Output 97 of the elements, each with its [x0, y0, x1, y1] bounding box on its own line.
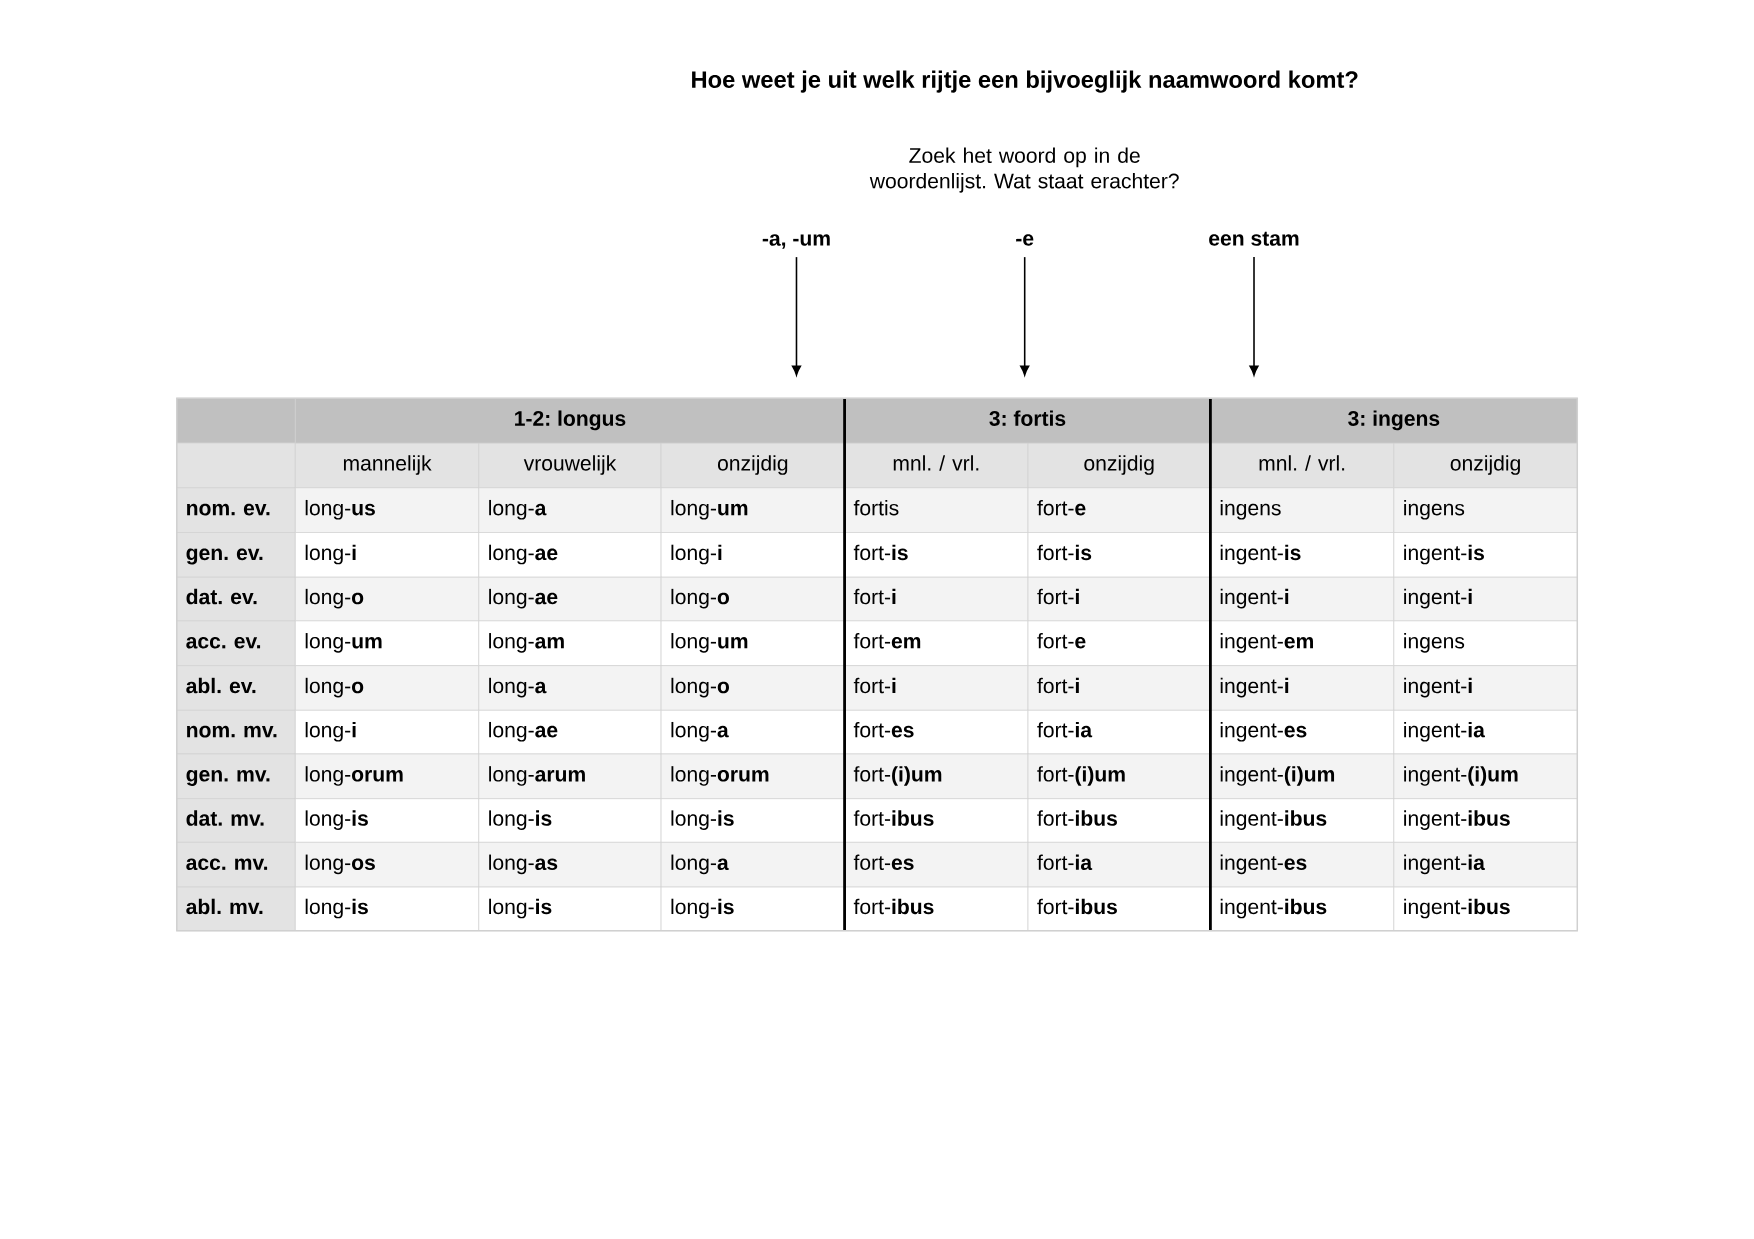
column-header: mnl. / vrl. [844, 442, 1029, 488]
table-cell: long-am [478, 620, 662, 666]
table-cell: long-is [660, 798, 845, 843]
table-cell: ingent-(i)um [1210, 753, 1395, 799]
table-cell: ingens [1393, 487, 1578, 533]
table-cell: ingent-es [1210, 709, 1395, 755]
table-cell: fort-is [1027, 531, 1211, 578]
table-cell: fort-es [844, 709, 1029, 755]
row-header: acc. ev. [176, 620, 296, 666]
row-header: nom. mv. [176, 709, 296, 755]
table-cell: long-is [478, 886, 662, 931]
table-cell: fort-ia [1027, 841, 1211, 888]
table-cell: long-a [478, 487, 662, 533]
table-cell: fort-i [844, 576, 1029, 621]
row-header: abl. mv. [176, 886, 296, 931]
arrow [791, 256, 802, 376]
table-cell: ingent-is [1393, 531, 1578, 578]
row-header: abl. ev. [176, 665, 296, 711]
table-cell: long-is [295, 886, 480, 931]
table-cell: long-is [660, 886, 845, 931]
table-cell: ingent-i [1210, 576, 1395, 621]
table-cell: fort-es [844, 841, 1029, 888]
table-cell: ingent-ibus [1393, 798, 1578, 843]
table-cell: long-um [660, 620, 845, 666]
table-cell: ingent-i [1393, 665, 1578, 711]
table-cell: long-arum [478, 753, 662, 799]
arrow [1020, 256, 1030, 376]
column-header: mnl. / vrl. [1210, 442, 1395, 488]
table-cell: fort-e [1027, 620, 1211, 666]
table-cell: long-is [295, 798, 480, 843]
table-cell: long-o [660, 665, 845, 711]
table-cell: fort-i [1027, 665, 1211, 711]
table-cell: ingent-ia [1393, 709, 1578, 755]
table-cell: long-i [660, 531, 845, 578]
table-cell: fort-(i)um [1027, 753, 1211, 799]
table-cell: fort-(i)um [844, 753, 1029, 799]
table-cell: fort-e [1027, 487, 1211, 533]
table-cell: ingent-i [1393, 576, 1578, 621]
row-header: gen. ev. [176, 531, 296, 578]
table-cell: long-orum [660, 753, 845, 799]
table-cell: fort-i [844, 665, 1029, 711]
table-cell: ingent-(i)um [1393, 753, 1578, 799]
table-cell: ingent-i [1210, 665, 1395, 711]
table-cell: fort-is [844, 531, 1029, 578]
table-cell: ingent-ibus [1210, 798, 1395, 843]
column-header: mannelijk [295, 442, 480, 488]
table-cell: fort-ibus [1027, 886, 1211, 931]
table-cell: long-ae [478, 709, 662, 755]
table-cell: long-um [660, 487, 845, 533]
table-cell: fort-ibus [844, 886, 1029, 931]
column-header: onzijdig [1393, 442, 1578, 488]
table-cell: ingent-ibus [1210, 886, 1395, 931]
table-cell: ingens [1393, 620, 1578, 666]
instruction-text: Zoek het woord op in de woordenlijst. Wat staat erachter? [869, 147, 1179, 193]
row-header: dat. ev. [176, 576, 296, 621]
table-cell: fort-ia [1027, 709, 1211, 755]
table-cell: ingens [1210, 487, 1395, 533]
column-header: vrouwelijk [478, 442, 662, 488]
arrow-label: -a, -um [762, 234, 830, 249]
table-cell: fort-em [844, 620, 1029, 666]
table-cell: long-um [295, 620, 480, 666]
row-header: nom. ev. [176, 487, 296, 533]
table-cell: long-us [295, 487, 480, 533]
table-cell: ingent-ia [1393, 841, 1578, 888]
table-cell: fort-i [1027, 576, 1211, 621]
table-cell: long-as [478, 841, 662, 888]
table-cell: long-ae [478, 576, 662, 621]
table-cell: ingent-em [1210, 620, 1395, 666]
table-cell: long-is [478, 798, 662, 843]
table-cell: long-o [295, 665, 480, 711]
table-cell: ingent-es [1210, 841, 1395, 888]
column-header: onzijdig [1027, 442, 1211, 488]
table-cell: long-a [478, 665, 662, 711]
arrow-label: een stam [1209, 231, 1299, 246]
table-cell: long-i [295, 531, 480, 578]
table-cell: ingent-is [1210, 531, 1395, 578]
table-cell: fortis [844, 487, 1029, 533]
group-header: 3: fortis [844, 397, 1211, 444]
table-cell: long-os [295, 841, 480, 888]
row-header: acc. mv. [176, 841, 296, 888]
row-header: gen. mv. [176, 753, 296, 799]
table-cell: long-orum [295, 753, 480, 799]
table-cell: fort-ibus [844, 798, 1029, 843]
table-cell: long-i [295, 709, 480, 755]
table-cell: fort-ibus [1027, 798, 1211, 843]
arrow [1249, 256, 1259, 376]
table-cell: ingent-ibus [1393, 886, 1578, 931]
row-header: dat. mv. [176, 798, 296, 843]
table-cell: long-ae [478, 531, 662, 578]
title: Hoe weet je uit welk rijtje een bijvoeglijk naamwoord komt? [692, 70, 1358, 93]
arrow-label: -e [1016, 234, 1034, 246]
table-cell: long-a [660, 841, 845, 888]
table-cell: long-a [660, 709, 845, 755]
column-header: onzijdig [660, 442, 845, 488]
table-cell: long-o [295, 576, 480, 621]
group-header: 3: ingens [1210, 397, 1578, 444]
table-cell: long-o [660, 576, 845, 621]
